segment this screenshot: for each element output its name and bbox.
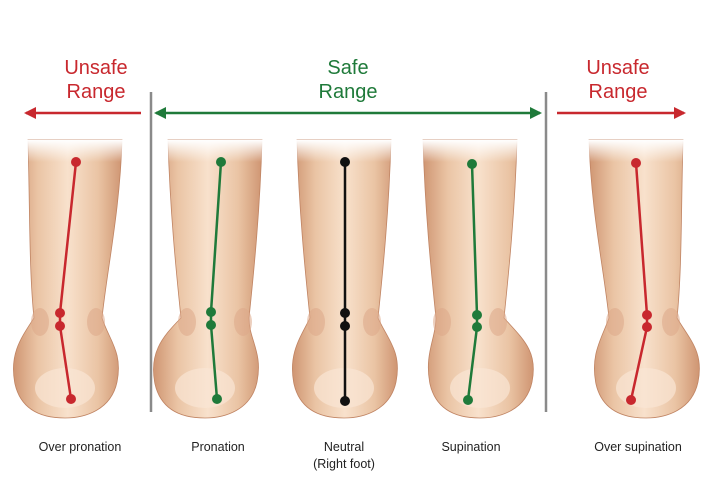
alignment-dot-3 [340,396,350,406]
alignment-dot-0 [216,157,226,167]
leg-top-fade [166,140,264,162]
alignment-line [466,163,479,401]
arrow-head-left [154,107,166,119]
alignment-dot-1 [472,310,482,320]
caption-over-supination-text: Over supination [594,440,682,454]
foot-pronation [153,139,264,419]
heel-highlight [616,368,676,408]
ankle-bone-left [31,308,49,336]
safe-range-label-line1: Safe [327,57,369,79]
caption-neutral-text: Neutral [323,440,365,454]
arrow-head-right [530,107,542,119]
ankle-bone-right [234,308,252,336]
left-unsafe-label-line2: Range [66,81,126,103]
ankle-bone-right [363,308,381,336]
heel-highlight [35,368,95,408]
right-unsafe-label: Unsafe Range [562,56,674,104]
heel-highlight [175,368,235,408]
ankle-bone-left [606,308,624,336]
foot-supination [421,139,534,419]
caption-over-pronation-text: Over pronation [38,440,122,454]
alignment-line [209,161,223,400]
foot-over-supination [587,139,700,419]
arrow-head-left [24,107,36,119]
ankle-bone-right [662,308,680,336]
alignment-dot-2 [55,321,65,331]
caption-pronation-text: Pronation [191,440,245,454]
right-unsafe-label-line2: Range [588,81,648,103]
ankle-bone-left [307,308,325,336]
alignment-dot-1 [206,307,216,317]
caption-supination-text: Supination [441,440,501,454]
caption-over-pronation: Over pronation [10,439,150,456]
leg-top-fade [421,140,519,162]
leg-shape [13,139,123,419]
safe-range-arrow [154,107,542,119]
right-unsafe-arrow [557,107,686,119]
ankle-bone-right [489,308,507,336]
safe-range-label: Safe Range [292,56,404,104]
alignment-dot-0 [71,157,81,167]
alignment-dot-3 [463,395,473,405]
right-unsafe-label-line1: Unsafe [586,57,650,79]
caption-neutral-subtext: (Right foot) [313,457,375,471]
alignment-dot-3 [626,395,636,405]
alignment-line [629,162,649,401]
caption-supination: Supination [411,439,531,456]
leg-top-fade [587,140,685,162]
alignment-dot-2 [642,322,652,332]
ankle-bone-left [433,308,451,336]
alignment-dot-2 [206,320,216,330]
ankle-bone-right [87,308,105,336]
alignment-dot-0 [340,157,350,167]
leg-top-fade [26,140,124,162]
safe-range-label-line2: Range [318,81,378,103]
alignment-dot-2 [472,322,482,332]
alignment-dot-1 [340,308,350,318]
alignment-dot-0 [467,159,477,169]
leg-top-fade [295,140,393,162]
leg-shape [422,139,534,419]
heel-highlight [450,368,510,408]
leg-shape [153,139,263,419]
caption-pronation: Pronation [158,439,278,456]
arrow-head-right [674,107,686,119]
alignment-dot-2 [340,321,350,331]
left-unsafe-arrow [24,107,141,119]
alignment-dot-1 [642,310,652,320]
alignment-dot-0 [631,158,641,168]
left-unsafe-label-line1: Unsafe [64,57,128,79]
foot-over-pronation [13,139,124,419]
alignment-dot-1 [55,308,65,318]
alignment-dot-3 [212,394,222,404]
ankle-bone-left [178,308,196,336]
caption-neutral: Neutral (Right foot) [284,439,404,473]
alignment-dot-3 [66,394,76,404]
caption-over-supination: Over supination [568,439,708,456]
left-unsafe-label: Unsafe Range [40,56,152,104]
foot-neutral [292,139,398,419]
alignment-line [58,161,78,400]
